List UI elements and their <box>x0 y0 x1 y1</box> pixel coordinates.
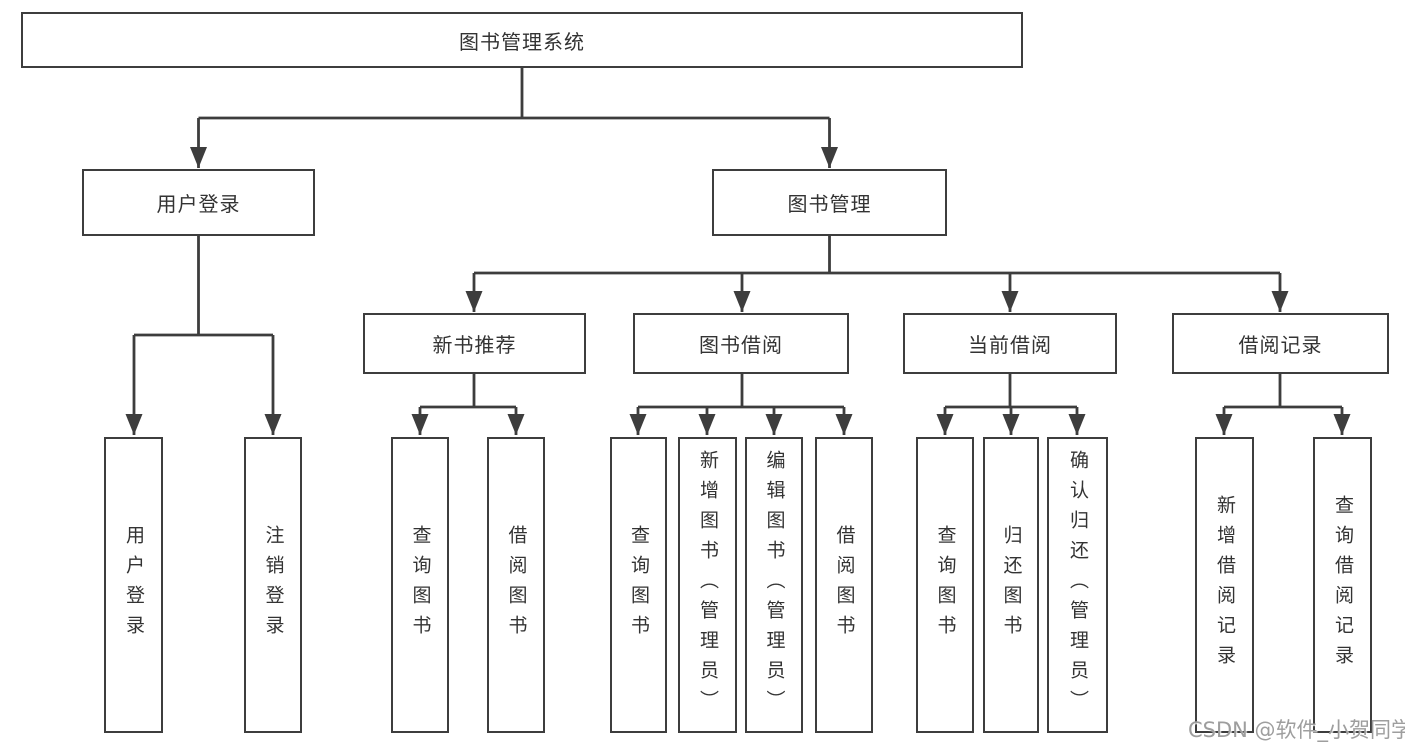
node-book-borrow: 图书借阅 <box>633 313 849 374</box>
node-new-book-recommend-label: 新书推荐 <box>432 333 517 357</box>
node-current-borrow-label: 当前借阅 <box>968 333 1052 357</box>
leaf-borrow-books-2: 借阅图书 <box>815 437 873 733</box>
node-root: 图书管理系统 <box>21 12 1023 68</box>
node-user-login-label: 用户登录 <box>156 192 241 216</box>
leaf-return-book: 归还图书 <box>983 437 1039 733</box>
node-user-login: 用户登录 <box>82 169 315 236</box>
leaf-query-books-recommend: 查询图书 <box>391 437 449 733</box>
leaf-confirm-return-admin: 确认归还（管理员） <box>1047 437 1108 733</box>
leaf-borrow-books-recommend: 借阅图书 <box>487 437 545 733</box>
node-current-borrow: 当前借阅 <box>903 313 1117 374</box>
leaf-user-login: 用户登录 <box>104 437 163 733</box>
node-borrow-records: 借阅记录 <box>1172 313 1389 374</box>
leaf-add-borrow-record: 新增借阅记录 <box>1195 437 1254 733</box>
node-borrow-records-label: 借阅记录 <box>1238 333 1323 357</box>
leaf-query-borrow-record: 查询借阅记录 <box>1313 437 1372 733</box>
node-book-management-label: 图书管理 <box>787 192 872 216</box>
node-new-book-recommend: 新书推荐 <box>363 313 586 374</box>
leaf-logout: 注销登录 <box>244 437 302 733</box>
leaf-query-books-borrow: 查询图书 <box>610 437 667 733</box>
leaf-edit-book-admin: 编辑图书（管理员） <box>745 437 803 733</box>
watermark-text: CSDN @软件_小贺同学 <box>1188 718 1405 742</box>
node-book-borrow-label: 图书借阅 <box>699 333 783 357</box>
node-root-label: 图书管理系统 <box>459 29 585 54</box>
node-book-management: 图书管理 <box>712 169 947 236</box>
leaf-query-books-current: 查询图书 <box>916 437 974 733</box>
leaf-add-book-admin: 新增图书（管理员） <box>678 437 737 733</box>
